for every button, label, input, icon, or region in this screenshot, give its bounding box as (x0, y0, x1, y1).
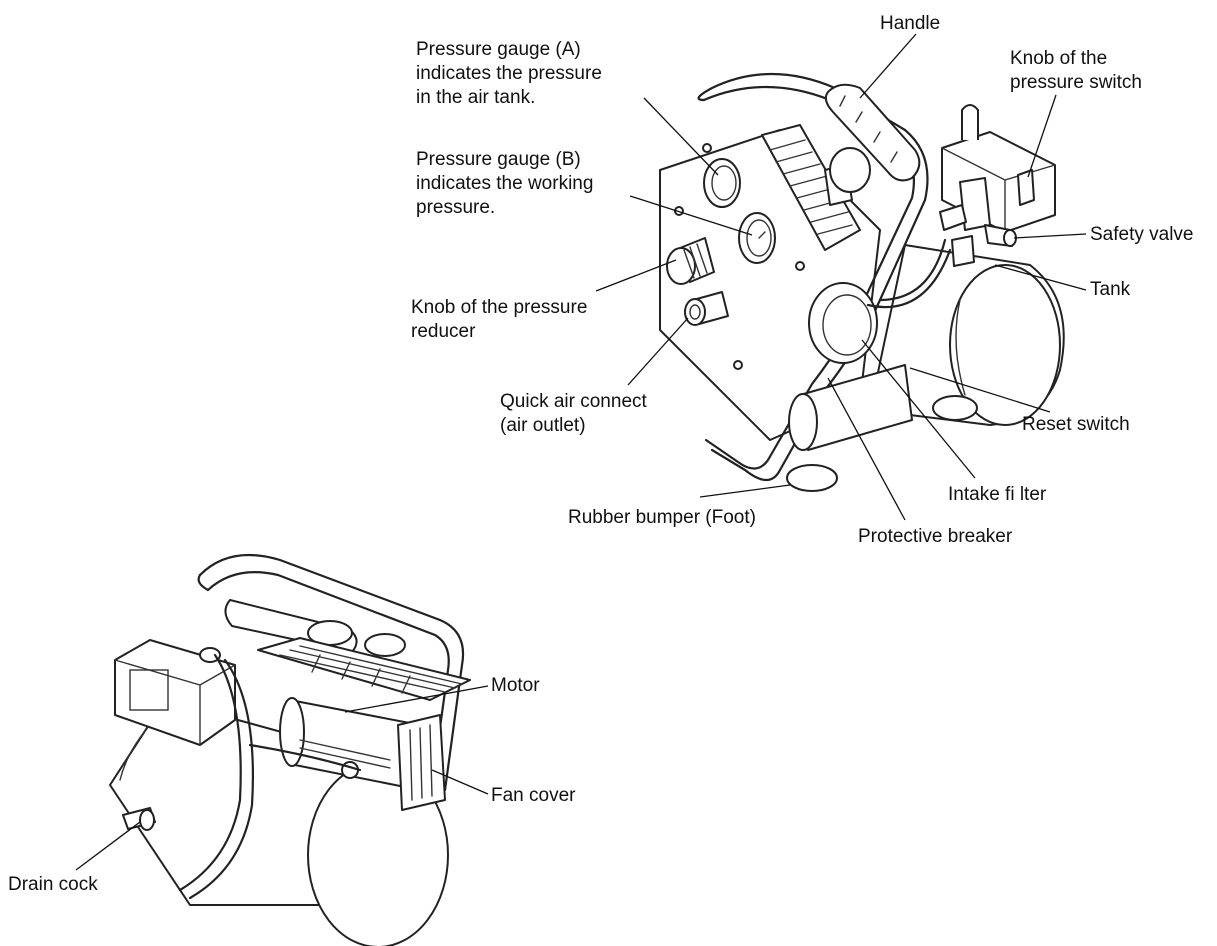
label-line: pressure. (416, 197, 496, 218)
leader-tank (994, 264, 1087, 291)
label-quick-air-connect: Quick air connect (air outlet) (500, 390, 647, 438)
label-line: Motor (491, 675, 540, 696)
label-line: in the air tank. (416, 87, 536, 108)
leader-pressure-gauge-b (629, 195, 753, 236)
label-line: Protective breaker (858, 526, 1013, 547)
hose-shape (878, 238, 947, 302)
label-pressure-gauge-a: Pressure gauge (A) indicates the pressur… (416, 38, 602, 110)
leader-rubber-bumper (699, 484, 791, 498)
label-motor: Motor (491, 674, 540, 698)
label-drain-cock: Drain cock (8, 873, 98, 897)
label-reset-switch: Reset switch (1022, 413, 1130, 437)
vent-grille (761, 124, 861, 251)
pressure-reducer-knob-shape (666, 237, 715, 285)
leader-fan-cover (431, 769, 489, 795)
leader-knob-pressure-switch (1027, 94, 1057, 178)
label-protective-breaker: Protective breaker (858, 525, 1012, 549)
quick-connect-shape (684, 291, 729, 326)
fan-cover-shape (397, 714, 446, 811)
drain-cock-shape (122, 807, 156, 831)
label-line: Fan cover (491, 785, 576, 806)
label-fan-cover: Fan cover (491, 784, 575, 808)
label-line: Handle (880, 13, 941, 34)
bottom-compressor-illustration (109, 553, 471, 946)
leader-knob-pressure-reducer (595, 259, 677, 292)
pressure-gauge-b-shape (738, 212, 776, 264)
bottom-switch-box-shape (114, 639, 236, 746)
bottom-frame-tube (197, 553, 465, 792)
label-line: (air outlet) (500, 415, 586, 436)
label-intake-filter: Intake fi lter (948, 483, 1046, 507)
intake-filter-shape (808, 282, 878, 364)
motor-grille-shape (257, 637, 471, 701)
label-line: Drain cock (8, 874, 98, 895)
label-line: pressure switch (1010, 72, 1142, 93)
label-line: Reset switch (1022, 414, 1130, 435)
label-line: Intake fi lter (948, 484, 1047, 505)
leader-protective-breaker (827, 377, 906, 521)
label-pressure-gauge-b: Pressure gauge (B) indicates the working… (416, 148, 593, 220)
label-handle: Handle (880, 12, 940, 36)
label-line: Knob of the pressure (411, 297, 588, 318)
label-tank: Tank (1090, 278, 1130, 302)
leader-reset-switch (909, 367, 1051, 413)
label-line: Knob of the (1010, 48, 1108, 69)
label-rubber-bumper: Rubber bumper (Foot) (568, 506, 756, 530)
top-compressor-illustration (659, 72, 1065, 492)
rubber-foot-rear-shape (932, 395, 978, 421)
label-line: Quick air connect (500, 391, 647, 412)
label-knob-pressure-switch: Knob of the pressure switch (1010, 47, 1142, 95)
protective-breaker-shape (788, 364, 913, 451)
bottom-handle-shape (224, 599, 406, 657)
tank-shape (869, 244, 1065, 426)
label-line: Tank (1090, 279, 1131, 300)
label-safety-valve: Safety valve (1090, 223, 1194, 247)
label-line: indicates the working (416, 173, 594, 194)
pressure-gauge-a-shape (703, 158, 741, 208)
rubber-foot-shape (786, 464, 838, 492)
safety-valve-shape (939, 177, 1017, 267)
leader-handle (859, 33, 917, 99)
label-line: Rubber bumper (Foot) (568, 507, 756, 528)
label-line: indicates the pressure (416, 63, 602, 84)
label-knob-pressure-reducer: Knob of the pressure reducer (411, 296, 587, 344)
leader-pressure-gauge-a (643, 97, 719, 176)
motor-shape (279, 697, 421, 791)
label-line: Pressure gauge (A) (416, 39, 581, 60)
leader-drain-cock (75, 821, 141, 871)
bottom-hose-shape (178, 653, 242, 892)
leader-motor (344, 685, 489, 713)
leader-lines (75, 33, 1087, 871)
handle-grip-shape (824, 83, 921, 182)
label-line: Safety valve (1090, 224, 1194, 245)
label-line: Pressure gauge (B) (416, 149, 581, 170)
leader-intake-filter (861, 339, 976, 479)
leader-quick-air-connect (627, 317, 689, 386)
label-line: reducer (411, 321, 476, 342)
frame-tube (697, 72, 929, 482)
leader-safety-valve (1013, 233, 1087, 239)
